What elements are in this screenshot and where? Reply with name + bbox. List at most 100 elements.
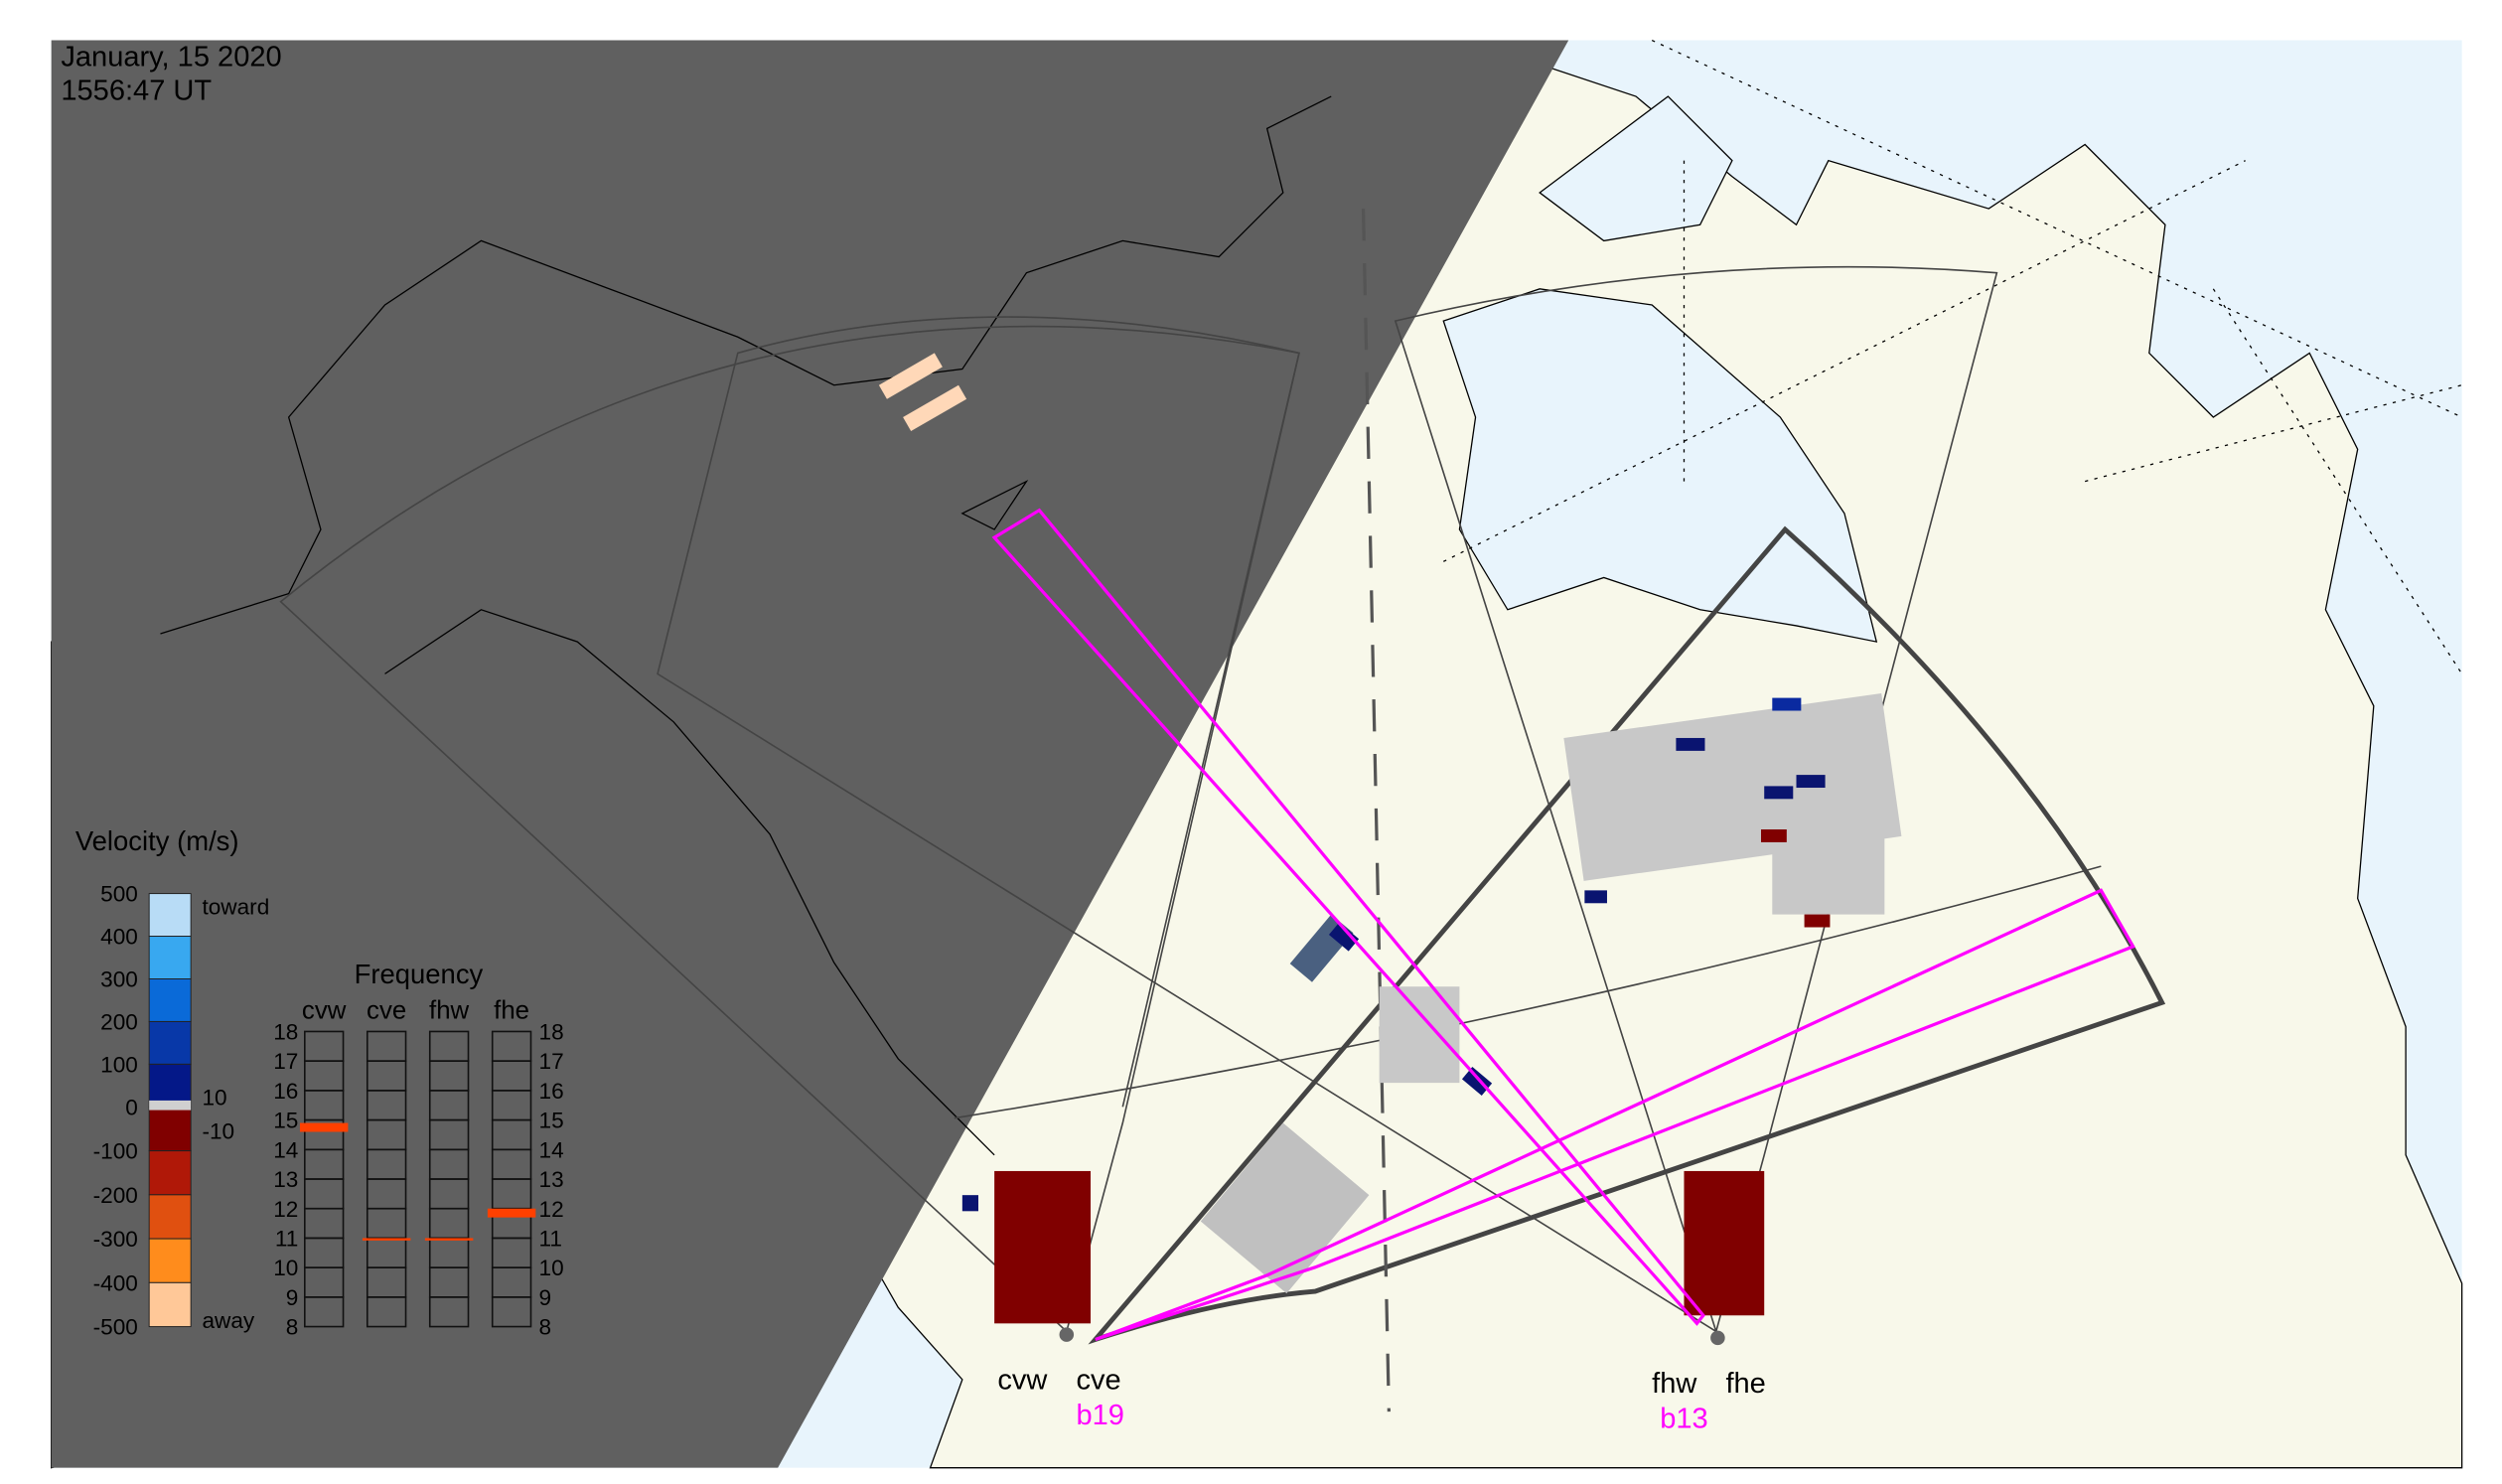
graticule [1442,39,2463,674]
frequency-tick-left: 13 [273,1167,298,1192]
scatter-cells [878,353,1902,1324]
coastlines-night [160,95,1332,1156]
scatter-cell [1796,775,1826,789]
beam-outlines [991,508,2135,1342]
velocity-tick-label: 100 [100,1052,138,1077]
colorbar-ground-scatter [149,1100,192,1111]
timestamp: January, 15 2020 1556:47 UT [61,41,281,106]
velocity-legend: Velocity (m/s) 5004003002001000-100-200-… [75,825,269,1340]
scatter-cell [878,353,943,399]
beam-label-b13: b13 [1660,1403,1707,1434]
dashed-meridian [1361,209,1391,1412]
frequency-tick-right: 10 [539,1256,564,1280]
frequency-tick-right: 11 [539,1227,562,1252]
frequency-cell [428,1030,470,1062]
colorbar-bin [148,1238,192,1283]
colorbar-bin [148,1106,192,1152]
frequency-tick-right: 18 [539,1020,564,1045]
frequency-cell [491,1030,532,1062]
scatter-cell [1200,1122,1370,1294]
scatter-cell [903,384,967,431]
colorbar-bin [148,893,192,938]
velocity-legend-title: Velocity (m/s) [75,825,239,856]
frequency-legend-title: Frequency [355,959,484,989]
frequency-marker [299,1122,349,1132]
frequency-tick-left: 8 [286,1315,299,1340]
frequency-tick-left: 11 [275,1227,298,1252]
velocity-tick-label: -100 [93,1139,138,1164]
scatter-cell [994,1170,1092,1324]
site-label-fhe[interactable]: fhe [1725,1368,1765,1400]
scatter-cell [1760,829,1787,842]
frequency-tick-left: 12 [273,1197,298,1222]
velocity-tick-label: 500 [100,882,138,907]
frequency-tick-right: 16 [539,1079,564,1104]
frequency-tick-left: 16 [273,1079,298,1104]
scatter-cell [1772,802,1885,915]
away-label: away [202,1308,254,1333]
frequency-marker [487,1208,536,1218]
lake-hudson-bay [1442,288,1878,643]
frequency-tick-left: 18 [273,1020,298,1045]
frequency-tick-right: 15 [539,1109,564,1133]
colorbar-bin [148,1281,192,1328]
velocity-tick-label: -500 [93,1315,138,1340]
frequency-tick-left: 14 [273,1137,298,1162]
scatter-cell [961,1195,978,1212]
frequency-cell [303,1030,345,1062]
beam-b13-fhw [991,508,1705,1326]
radar-sites: cvw cve b19 fhw fhe b13 [997,1327,1766,1434]
colorbar-bin [148,936,192,979]
scatter-cell [1328,922,1360,952]
velocity-tick-label: 300 [100,967,138,992]
frequency-marker [424,1238,474,1241]
scatter-cell [1804,914,1831,928]
frequency-radar-label: cve [367,997,406,1025]
velocity-tick-label: 0 [125,1095,138,1119]
beam-label-b19: b19 [1076,1400,1123,1431]
velocity-tick-label: -400 [93,1270,138,1295]
fov-cvw [279,325,1300,1333]
scatter-cell [1461,1066,1493,1096]
scatter-cell [1772,697,1802,711]
frequency-tick-right: 13 [539,1167,564,1192]
site-label-fhw[interactable]: fhw [1652,1368,1697,1400]
frequency-tick-right: 8 [539,1315,552,1340]
velocity-tick-label: -200 [93,1183,138,1208]
site-label-cve[interactable]: cve [1076,1365,1120,1397]
date-text: January, 15 2020 [61,41,281,73]
frequency-tick-left: 9 [286,1285,299,1310]
frequency-tick-left: 15 [273,1109,298,1133]
frequency-cell [366,1030,407,1062]
toward-label: toward [202,895,269,920]
colorbar-bin [148,978,192,1022]
range-arc [954,865,2102,1119]
beam-b19-cve [1095,888,2135,1342]
velocity-tick-label: 200 [100,1010,138,1035]
site-label-cvw[interactable]: cvw [997,1365,1048,1397]
colorbar-bin [148,1194,192,1240]
fov-fhw [657,316,1717,1333]
scatter-cell [1684,1170,1765,1316]
fov-fhe [1394,265,1998,1335]
colorbar-bin [148,1150,192,1196]
frequency-marker [362,1238,411,1241]
colorbar-bin [148,1063,192,1108]
site-fh-marker [1710,1330,1725,1346]
frequency-tick-right: 17 [539,1049,564,1074]
frequency-radar-label: fhw [429,997,470,1025]
frequency-tick-right: 14 [539,1137,564,1162]
frequency-radar-label: cvw [302,997,347,1025]
ocean-arctic [1539,95,1733,242]
frequency-tick-right: 12 [539,1197,564,1222]
scatter-cell [1379,986,1460,1084]
scatter-cell [1584,890,1607,904]
site-cv-marker [1059,1327,1075,1342]
velocity-tick-label: -300 [93,1227,138,1252]
frequency-tick-left: 10 [273,1256,298,1280]
gs-tick-pos: 10 [202,1086,226,1111]
frequency-tick-right: 9 [539,1285,552,1310]
gs-tick-neg: -10 [202,1119,234,1144]
